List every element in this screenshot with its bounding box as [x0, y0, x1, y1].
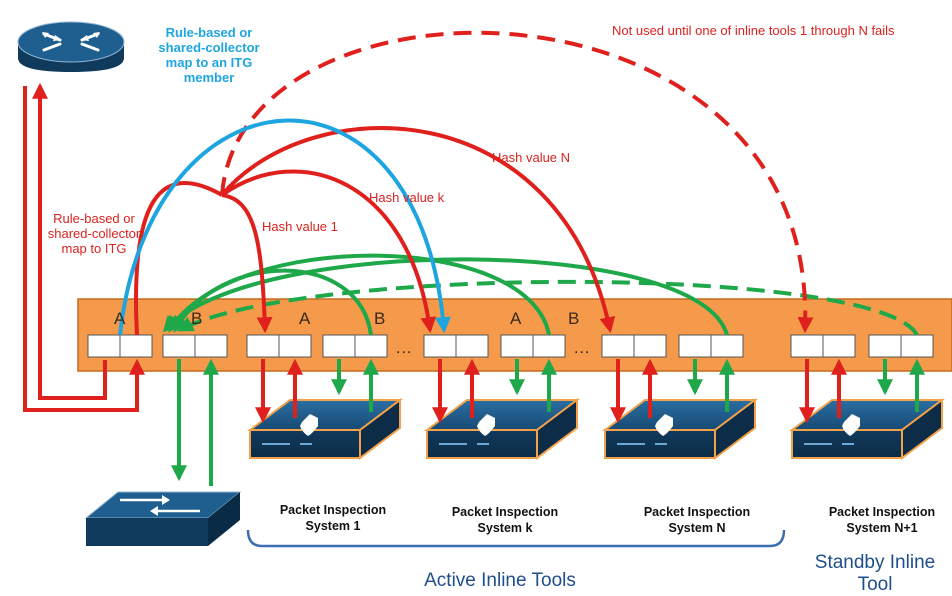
- port[interactable]: [119, 334, 153, 358]
- inspection-device-1: [247, 398, 403, 460]
- system-label-line: Packet Inspection: [279, 503, 387, 517]
- active-tools-label: Active Inline Tools: [424, 570, 576, 591]
- active-tools-bracket: [246, 529, 786, 548]
- system-label-line: Packet Inspection: [451, 505, 559, 519]
- hash-k-label: Hash value k: [369, 190, 445, 205]
- port-group: [87, 334, 934, 358]
- inspection-device-n: [602, 398, 758, 460]
- port[interactable]: [423, 334, 457, 358]
- hash-n-label: Hash value N: [492, 150, 571, 165]
- inspection-device-n-plus-1: [789, 398, 945, 460]
- ellipsis: ...: [574, 340, 591, 357]
- port-label: B: [191, 309, 203, 328]
- port[interactable]: [278, 334, 312, 358]
- inspection-device-k: [424, 398, 580, 460]
- system-label: Packet Inspection System N+1: [818, 505, 946, 536]
- system-label-line: System N: [668, 520, 726, 535]
- system-label: Packet Inspection System k: [440, 505, 570, 536]
- standby-note-label: Not used until one of inline tools 1 thr…: [612, 23, 895, 38]
- system-label-line: Packet Inspection: [828, 505, 936, 519]
- port[interactable]: [322, 334, 356, 358]
- standby-tool-label: Standby Inline Tool: [814, 552, 936, 595]
- port-label: A: [510, 309, 522, 328]
- port-label: B: [374, 309, 386, 328]
- port[interactable]: [354, 334, 388, 358]
- system-label: Packet Inspection System 1: [268, 503, 398, 534]
- port[interactable]: [822, 334, 856, 358]
- port[interactable]: [194, 334, 228, 358]
- port[interactable]: [633, 334, 667, 358]
- shield-icon: [655, 414, 673, 436]
- blue-map-label: Rule-based or shared-collector map to an…: [158, 25, 260, 85]
- port[interactable]: [790, 334, 824, 358]
- port[interactable]: [162, 334, 196, 358]
- hash-1-label: Hash value 1: [262, 219, 338, 234]
- port[interactable]: [900, 334, 934, 358]
- port[interactable]: [678, 334, 712, 358]
- system-label: Packet Inspection System N: [632, 505, 762, 536]
- port-label: B: [568, 309, 580, 328]
- ellipsis: ...: [396, 340, 413, 357]
- port[interactable]: [868, 334, 902, 358]
- router-icon: [17, 21, 125, 72]
- port[interactable]: [87, 334, 121, 358]
- port-label: A: [114, 309, 126, 328]
- shield-icon: [300, 414, 318, 436]
- system-label-line: System k: [477, 520, 533, 535]
- red-map-label: Rule-based or shared-collector map to IT…: [47, 211, 141, 256]
- port[interactable]: [500, 334, 534, 358]
- port[interactable]: [246, 334, 280, 358]
- port[interactable]: [601, 334, 635, 358]
- system-label-line: System N+1: [846, 520, 918, 535]
- port[interactable]: [455, 334, 489, 358]
- shield-icon: [477, 414, 495, 436]
- system-label-line: System 1: [305, 518, 361, 533]
- port[interactable]: [710, 334, 744, 358]
- port[interactable]: [532, 334, 566, 358]
- shield-icon: [842, 414, 860, 436]
- system-label-line: Packet Inspection: [643, 505, 751, 519]
- switch-icon: [84, 491, 242, 546]
- port-label: A: [299, 309, 311, 328]
